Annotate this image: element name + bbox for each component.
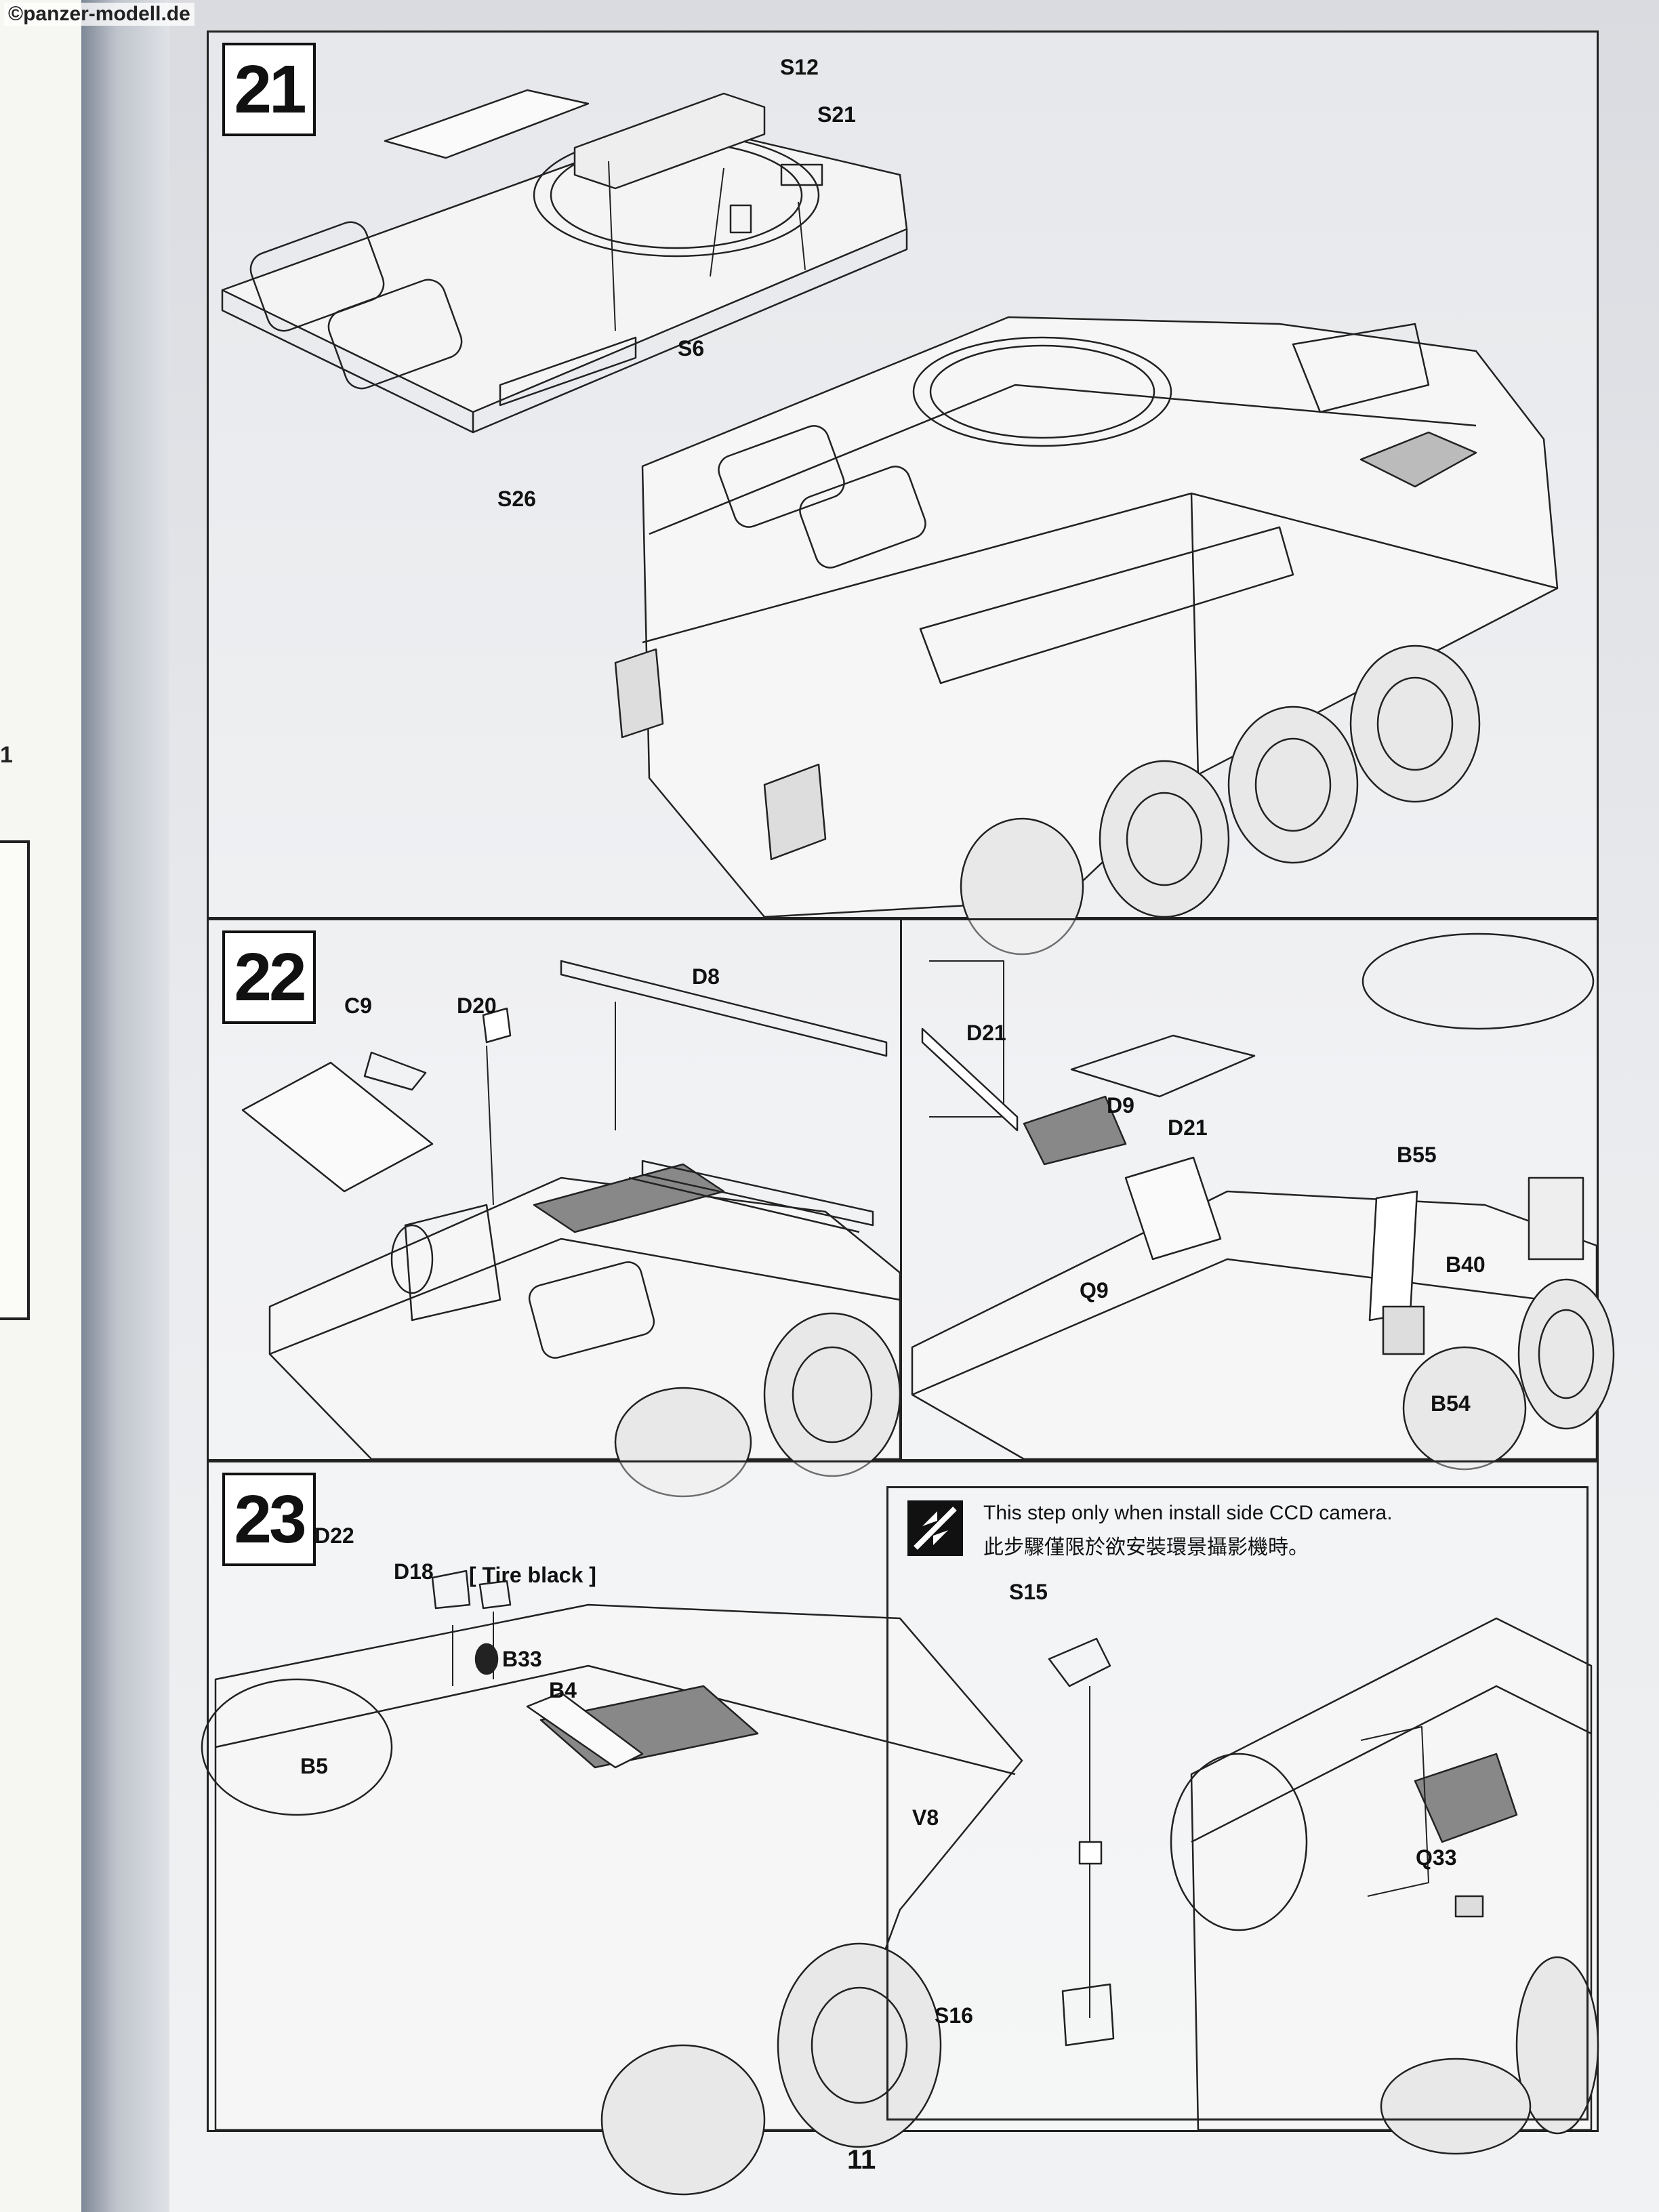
part-label: D8 bbox=[692, 964, 720, 989]
part-label: S12 bbox=[780, 55, 819, 79]
part-label: D9 bbox=[1107, 1093, 1134, 1118]
page-number: 11 bbox=[847, 2145, 876, 2175]
step-22-number: 22 bbox=[222, 930, 316, 1024]
optional-step-icon bbox=[907, 1500, 963, 1556]
part-label: S15 bbox=[1009, 1580, 1048, 1604]
part-label: D21 bbox=[1168, 1115, 1208, 1140]
part-label: S6 bbox=[678, 336, 705, 361]
part-label: B40 bbox=[1446, 1252, 1486, 1277]
optional-step-text-en: This step only when install side CCD cam… bbox=[983, 1502, 1393, 1524]
step-23-number: 23 bbox=[222, 1473, 316, 1566]
optional-step-panel: This step only when install side CCD cam… bbox=[886, 1486, 1589, 2121]
part-label: C9 bbox=[344, 994, 372, 1018]
step-22-left-drawing bbox=[209, 920, 900, 1459]
part-label: D18 bbox=[394, 1559, 434, 1584]
part-label: S26 bbox=[497, 487, 536, 511]
left-page-fragment: 1 bbox=[0, 742, 13, 768]
part-label: B54 bbox=[1431, 1391, 1471, 1416]
paint-note: [ Tire black ] bbox=[469, 1563, 596, 1587]
part-label: V8 bbox=[912, 1805, 939, 1830]
part-label: D20 bbox=[457, 994, 497, 1018]
step-21-number: 21 bbox=[222, 43, 316, 136]
instruction-page: 21 S12 S21 S6 S26 bbox=[169, 0, 1659, 2212]
step-23-drawing bbox=[209, 1462, 1597, 2130]
step-22-panel: 22 C9 D20 D8 bbox=[207, 918, 902, 1461]
part-label: B5 bbox=[300, 1754, 328, 1778]
step-22-right-drawing bbox=[902, 920, 1597, 1459]
part-label: D22 bbox=[314, 1523, 354, 1548]
page-gutter bbox=[81, 0, 169, 2212]
step-21-panel: 21 S12 S21 S6 S26 bbox=[207, 30, 1599, 919]
part-label: D21 bbox=[966, 1021, 1006, 1045]
part-label: Q9 bbox=[1080, 1278, 1109, 1303]
part-label: B33 bbox=[502, 1647, 542, 1671]
part-label: S21 bbox=[817, 102, 856, 127]
part-label: B55 bbox=[1397, 1143, 1437, 1167]
step-21-drawing bbox=[209, 33, 1597, 917]
step-23-panel: 23 D22 D18 [ Tire black ] B33 B4 B5 This… bbox=[207, 1460, 1599, 2132]
left-page-box bbox=[0, 840, 30, 1320]
optional-step-text-zh: 此步驟僅限於欲安裝環景攝影機時。 bbox=[983, 1536, 1309, 1559]
left-page-edge: 1 bbox=[0, 0, 82, 2212]
watermark: ©panzer-modell.de bbox=[4, 3, 194, 26]
step-22-right-panel: D21 D9 D21 B55 B40 Q9 B54 bbox=[900, 918, 1599, 1461]
part-label: B4 bbox=[549, 1678, 577, 1702]
part-label: S16 bbox=[935, 2003, 973, 2028]
part-label: Q33 bbox=[1416, 1845, 1457, 1870]
